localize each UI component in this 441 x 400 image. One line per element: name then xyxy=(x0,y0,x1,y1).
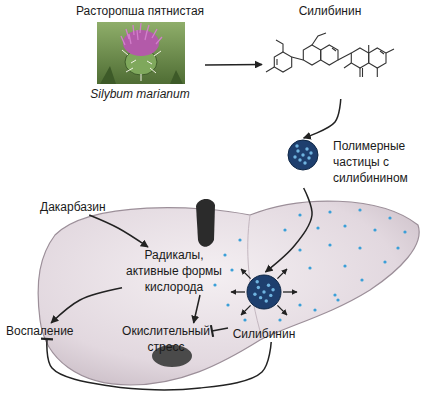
particle-speck xyxy=(309,151,312,154)
double-bonds xyxy=(277,48,384,65)
released-drug-dots xyxy=(213,208,406,321)
drug-dot xyxy=(383,260,386,263)
particle-speck xyxy=(271,288,274,291)
drug-dot xyxy=(358,246,361,249)
inflammation-node: Воспаление xyxy=(6,323,88,339)
ring xyxy=(321,45,338,65)
particle-speck xyxy=(307,156,310,159)
release-arrows xyxy=(231,269,297,315)
drug-dot xyxy=(238,238,241,241)
drug-dot xyxy=(213,283,216,286)
node-label: Силибинин xyxy=(228,326,300,342)
node-label: Окислительный стресс xyxy=(120,323,212,355)
drug-dot xyxy=(388,216,391,219)
drug-dot xyxy=(360,278,363,281)
node-label: Silybum marianum xyxy=(75,86,205,102)
drug-label-node: Дакарбазин xyxy=(40,199,122,215)
particle-speck xyxy=(293,155,296,158)
arrow-connector xyxy=(304,99,341,138)
drug-dot xyxy=(230,268,233,271)
radicals-node: Радикалы, активные формы кислорода xyxy=(122,247,226,295)
release-arrow xyxy=(283,291,297,292)
arrow-connector xyxy=(51,288,122,323)
drug-dot xyxy=(333,293,336,296)
node-label: Расторопша пятнистая xyxy=(75,3,205,19)
photo-background xyxy=(97,22,185,84)
drug-dot xyxy=(403,230,406,233)
particle-speck xyxy=(256,280,259,283)
release-arrow xyxy=(241,269,251,279)
release-arrow xyxy=(241,305,251,315)
particle-speck xyxy=(301,153,304,156)
node-label: Воспаление xyxy=(6,323,88,339)
ring xyxy=(303,45,320,65)
ring xyxy=(369,48,386,68)
particle-speck xyxy=(296,149,299,152)
particle-speck xyxy=(298,158,301,161)
particle-speck xyxy=(259,296,262,299)
node-label: Радикалы, активные формы кислорода xyxy=(122,247,226,295)
arrow-connector xyxy=(205,64,262,66)
leaves xyxy=(100,66,183,84)
drug-dot xyxy=(343,224,346,227)
liver-particle-node: Силибинин xyxy=(228,272,300,342)
molecule-node: Силибинин xyxy=(262,3,437,99)
arrow-connector xyxy=(194,295,200,323)
particle-speck xyxy=(295,144,298,147)
polymer-particle xyxy=(288,140,318,170)
drug-dot xyxy=(328,210,331,213)
drug-dot xyxy=(336,298,339,301)
drug-dot xyxy=(298,303,301,306)
flower-petals xyxy=(121,23,162,45)
drug-dot xyxy=(373,228,376,231)
drug-dot xyxy=(308,266,311,269)
particle-speck xyxy=(262,290,265,293)
drug-dot xyxy=(243,318,246,321)
arrow-connector xyxy=(265,188,312,272)
ring xyxy=(351,48,368,68)
drug-dot xyxy=(298,248,301,251)
release-arrow xyxy=(277,269,287,279)
polymer-particle xyxy=(247,275,281,309)
node-label: Полимерные частицы с силибинином xyxy=(333,138,415,186)
particle-speck xyxy=(269,294,272,297)
particle-speck xyxy=(303,161,306,164)
drug-dot xyxy=(358,208,361,211)
liver-illustration xyxy=(38,199,419,385)
vein xyxy=(196,199,215,247)
particle-speck xyxy=(265,299,268,302)
particle-speck xyxy=(257,286,260,289)
bonds xyxy=(266,33,394,77)
molecule-structure xyxy=(266,33,394,77)
drug-dot xyxy=(226,303,229,306)
oxidative-stress-node: Окислительный стресс xyxy=(120,323,212,355)
drug-dot xyxy=(343,264,346,267)
particle-speck xyxy=(267,284,270,287)
inhibition-connector xyxy=(212,328,228,331)
plant-photo-node: Расторопша пятнистаяSilybum marianum xyxy=(75,3,205,103)
particle-speck xyxy=(253,293,256,296)
node-label: Дакарбазин xyxy=(40,199,122,215)
node-label: Силибинин xyxy=(280,3,380,19)
drug-dot xyxy=(278,318,281,321)
drug-dot xyxy=(298,213,301,216)
particle-speck xyxy=(305,147,308,150)
nanoparticle-node: Полимерные частицы с силибинином xyxy=(287,138,415,188)
thistle-photo xyxy=(97,22,185,84)
drug-dot xyxy=(396,246,399,249)
release-arrow xyxy=(231,291,245,292)
drug-dot xyxy=(316,226,319,229)
drug-dot xyxy=(328,243,331,246)
drug-dot xyxy=(283,228,286,231)
release-arrow xyxy=(277,305,287,315)
drug-dot xyxy=(223,253,226,256)
drug-dot xyxy=(313,308,316,311)
arrow-connector xyxy=(89,215,148,247)
liver-shape xyxy=(38,201,419,385)
